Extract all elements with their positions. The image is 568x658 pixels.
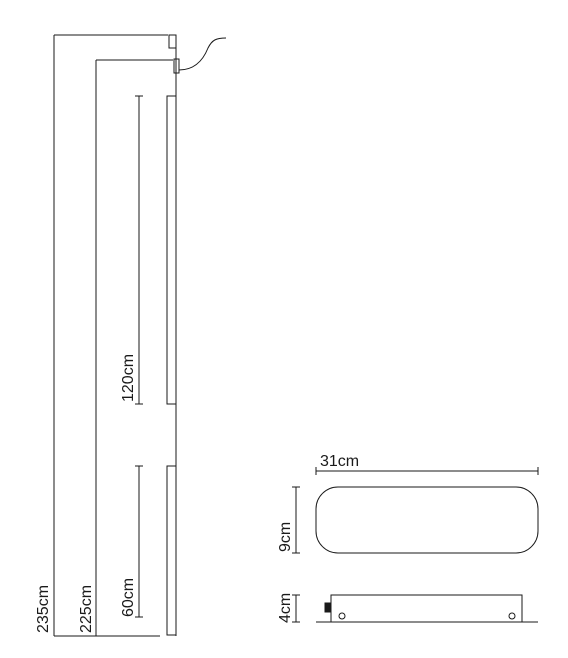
mount-screw-left: [338, 612, 346, 620]
lower-light-panel: [166, 465, 177, 636]
dimension-canopy-width: [315, 467, 539, 475]
pendant-elevation: [53, 34, 227, 637]
dimension-upper-panel: [135, 95, 143, 405]
side-connector: [324, 602, 332, 613]
ceiling-canopy: [168, 34, 177, 49]
label-canopy-width: 31cm: [320, 453, 359, 470]
dimension-canopy-height: [292, 594, 300, 623]
label-upper-panel: 120cm: [120, 354, 137, 402]
label-canopy-depth: 9cm: [277, 522, 294, 552]
canopy-side-view: [316, 594, 538, 623]
label-total-height: 235cm: [35, 585, 52, 633]
dimension-canopy-depth: [292, 486, 300, 554]
power-cable: [178, 37, 227, 71]
label-mount-height: 225cm: [78, 585, 95, 633]
label-lower-panel: 60cm: [120, 578, 137, 617]
dimension-lower-panel: [135, 465, 143, 618]
dimension-mount-height: [95, 59, 173, 636]
canopy-plan-view: [315, 486, 539, 554]
dimension-total-height: [53, 34, 168, 637]
label-canopy-height: 4cm: [277, 593, 294, 623]
upper-light-panel: [166, 95, 177, 405]
canopy-views: [292, 467, 539, 623]
mount-screw-right: [508, 612, 516, 620]
